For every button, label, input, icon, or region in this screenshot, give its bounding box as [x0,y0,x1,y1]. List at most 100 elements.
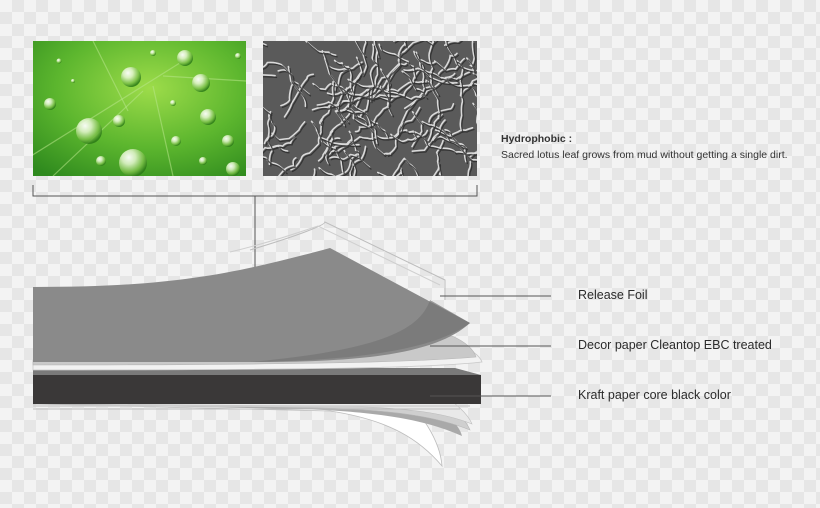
surface-wrinkle [318,167,336,176]
surface-wrinkle-shadow [334,86,398,100]
surface-wrinkle-shadow [446,41,477,73]
surface-wrinkle-shadow [313,82,336,113]
surface-wrinkle [329,153,361,160]
surface-wrinkle-shadow [423,122,468,165]
surface-wrinkle-shadow [263,157,288,175]
foil-outline-top [249,221,446,300]
surface-wrinkle [379,84,434,100]
surface-wrinkle [444,41,461,46]
surface-wrinkle [445,79,477,87]
surface-wrinkle-shadow [350,147,368,176]
surface-wrinkle-shadow [435,164,442,176]
surface-wrinkle [460,77,477,97]
surface-wrinkle-shadow [327,138,377,159]
surface-wrinkle [467,160,472,176]
surface-wrinkle [326,56,363,96]
surface-wrinkle-shadow [363,41,369,78]
surface-wrinkle [403,72,456,110]
surface-wrinkle-shadow [472,86,477,98]
surface-wrinkle-shadow [328,58,365,97]
surface-wrinkle-shadow [388,108,422,158]
surface-wrinkle [386,80,429,93]
surface-wrinkle-shadow [399,41,426,64]
surface-wrinkle-shadow [336,89,349,128]
surface-wrinkle-shadow [415,133,477,156]
surface-wrinkle-shadow [342,97,376,104]
surface-wrinkle [334,153,358,176]
surface-wrinkle-shadow [336,110,367,115]
surface-wrinkle-shadow [357,76,391,109]
surface-wrinkle-shadow [404,69,460,86]
surface-wrinkle-shadow [420,63,472,82]
surface-wrinkle-shadow [360,45,380,98]
label-kraft-core: Kraft paper core black color [578,388,731,402]
surface-wrinkle-shadow [374,41,381,60]
surface-wrinkle-shadow [320,105,332,126]
surface-wrinkle [432,162,440,176]
surface-wrinkle-shadow [340,73,364,115]
surface-wrinkle-shadow [388,63,409,100]
surface-wrinkle-shadow [439,54,460,77]
surface-wrinkle-shadow [429,41,441,98]
surface-wrinkle-shadow [347,93,380,146]
surface-wrinkle-shadow [327,114,352,159]
surface-wrinkle-shadow [318,103,351,125]
surface-wrinkle [326,135,376,157]
surface-wrinkle-shadow [467,59,477,74]
surface-wrinkle-shadow [373,41,407,100]
surface-wrinkle [290,119,323,171]
surface-wrinkle-shadow [461,80,477,98]
surface-wrinkle [373,41,380,58]
surface-wrinkle-shadow [326,132,335,166]
surface-wrinkle-shadow [457,61,465,132]
surface-wrinkle [377,171,387,176]
surface-wrinkle-shadow [405,74,457,111]
surface-wrinkle-shadow [263,146,290,154]
surface-wrinkle-shadow [313,84,333,92]
surface-wrinkle-shadow [263,107,273,116]
surface-wrinkle [364,69,420,102]
surface-wrinkle-shadow [263,63,312,97]
surface-wrinkle-shadow [320,168,335,176]
surface-wrinkle-shadow [388,82,431,95]
surface-wrinkle-shadow [291,121,325,173]
surface-wrinkle-shadow [325,59,345,95]
surface-wrinkle [428,103,455,123]
foil-outline-top-2 [229,225,441,286]
surface-wrinkle-shadow [446,130,468,151]
surface-wrinkle [338,71,362,113]
surface-wrinkle-shadow [414,52,427,90]
surface-wrinkle-shadow [447,81,477,89]
surface-wrinkle-shadow [352,111,393,158]
surface-wrinkle-shadow [289,67,308,109]
surface-wrinkle [358,43,379,96]
surface-wrinkle-shadow [391,131,430,144]
microscopic-surface-photo [263,41,477,176]
kraft-core-layer [33,375,481,404]
surface-wrinkle-shadow [366,71,421,104]
surface-wrinkle-shadow [306,42,338,58]
surface-wrinkle-shadow [445,41,464,48]
surface-wrinkle-shadow [268,112,275,167]
hydrophobic-caption: Hydrophobic : Sacred lotus leaf grows fr… [501,131,791,163]
surface-wrinkle-shadow [426,81,442,121]
surface-wrinkle-shadow [356,96,392,134]
surface-wrinkle-shadow [381,86,435,102]
surface-wrinkle [310,120,344,173]
surface-wrinkle-shadow [355,41,368,59]
label-decor-paper: Decor paper Cleantop EBC treated [578,338,772,352]
surface-wrinkle-shadow [412,112,425,149]
surface-wrinkle [333,59,353,92]
surface-wrinkle-shadow [273,123,307,143]
release-foil-layer [33,248,470,362]
surface-wrinkle [311,80,335,111]
surface-wrinkle-shadow [323,51,350,73]
surface-wrinkle-shadow [335,61,354,93]
surface-wrinkle [375,129,418,140]
surface-wrinkle-shadow [434,137,477,163]
release-foil-highlight [250,300,470,362]
surface-wrinkle [397,41,421,62]
surface-wrinkle [355,74,390,107]
surface-wrinkle-shadow [285,75,316,120]
